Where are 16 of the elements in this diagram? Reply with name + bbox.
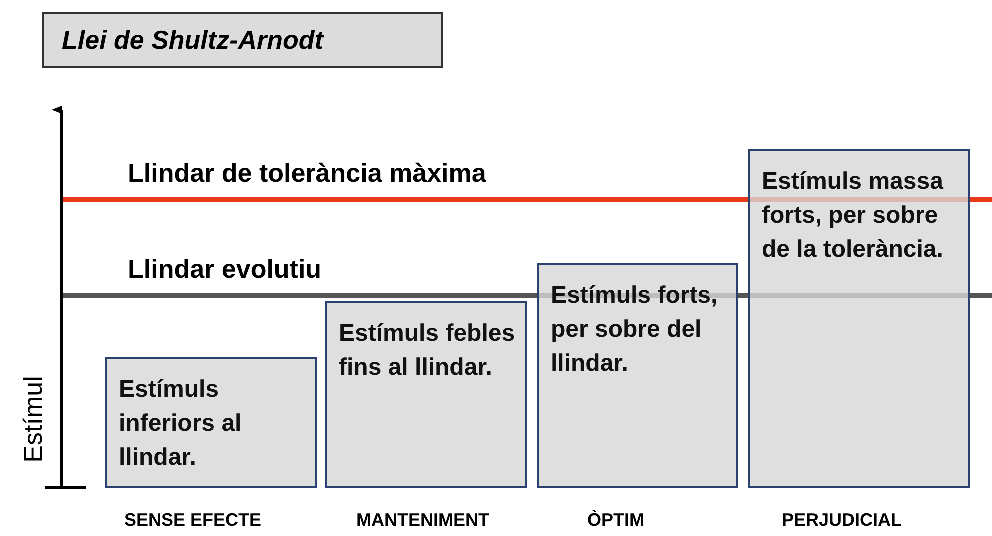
stimulus-bar: [325, 301, 527, 488]
bar-text: Estímuls massa forts, per sobre de la tolerància.: [762, 167, 945, 265]
category-label: PERJUDICIAL: [780, 510, 903, 531]
category-label: ÒPTIM: [586, 510, 646, 531]
stimulus-bar: [748, 149, 970, 488]
stimulus-bar: [537, 263, 738, 488]
axis-label: Estímul: [18, 376, 49, 463]
category-label: SENSE EFECTE: [123, 510, 263, 531]
title-box: Llei de Shultz-Arnodt: [42, 12, 443, 68]
bar-text: Estímuls inferiors al llindar.: [119, 375, 243, 473]
bar-text: Estímuls febles fins al llindar.: [339, 319, 516, 383]
category-label: MANTENIMENT: [356, 510, 490, 531]
threshold-label: Llindar de tolerància màxima: [128, 158, 486, 189]
bar-text: Estímuls forts, per sobre del llindar.: [551, 281, 719, 379]
stimulus-bar: [105, 357, 317, 488]
threshold-label: Llindar evolutiu: [128, 254, 322, 285]
